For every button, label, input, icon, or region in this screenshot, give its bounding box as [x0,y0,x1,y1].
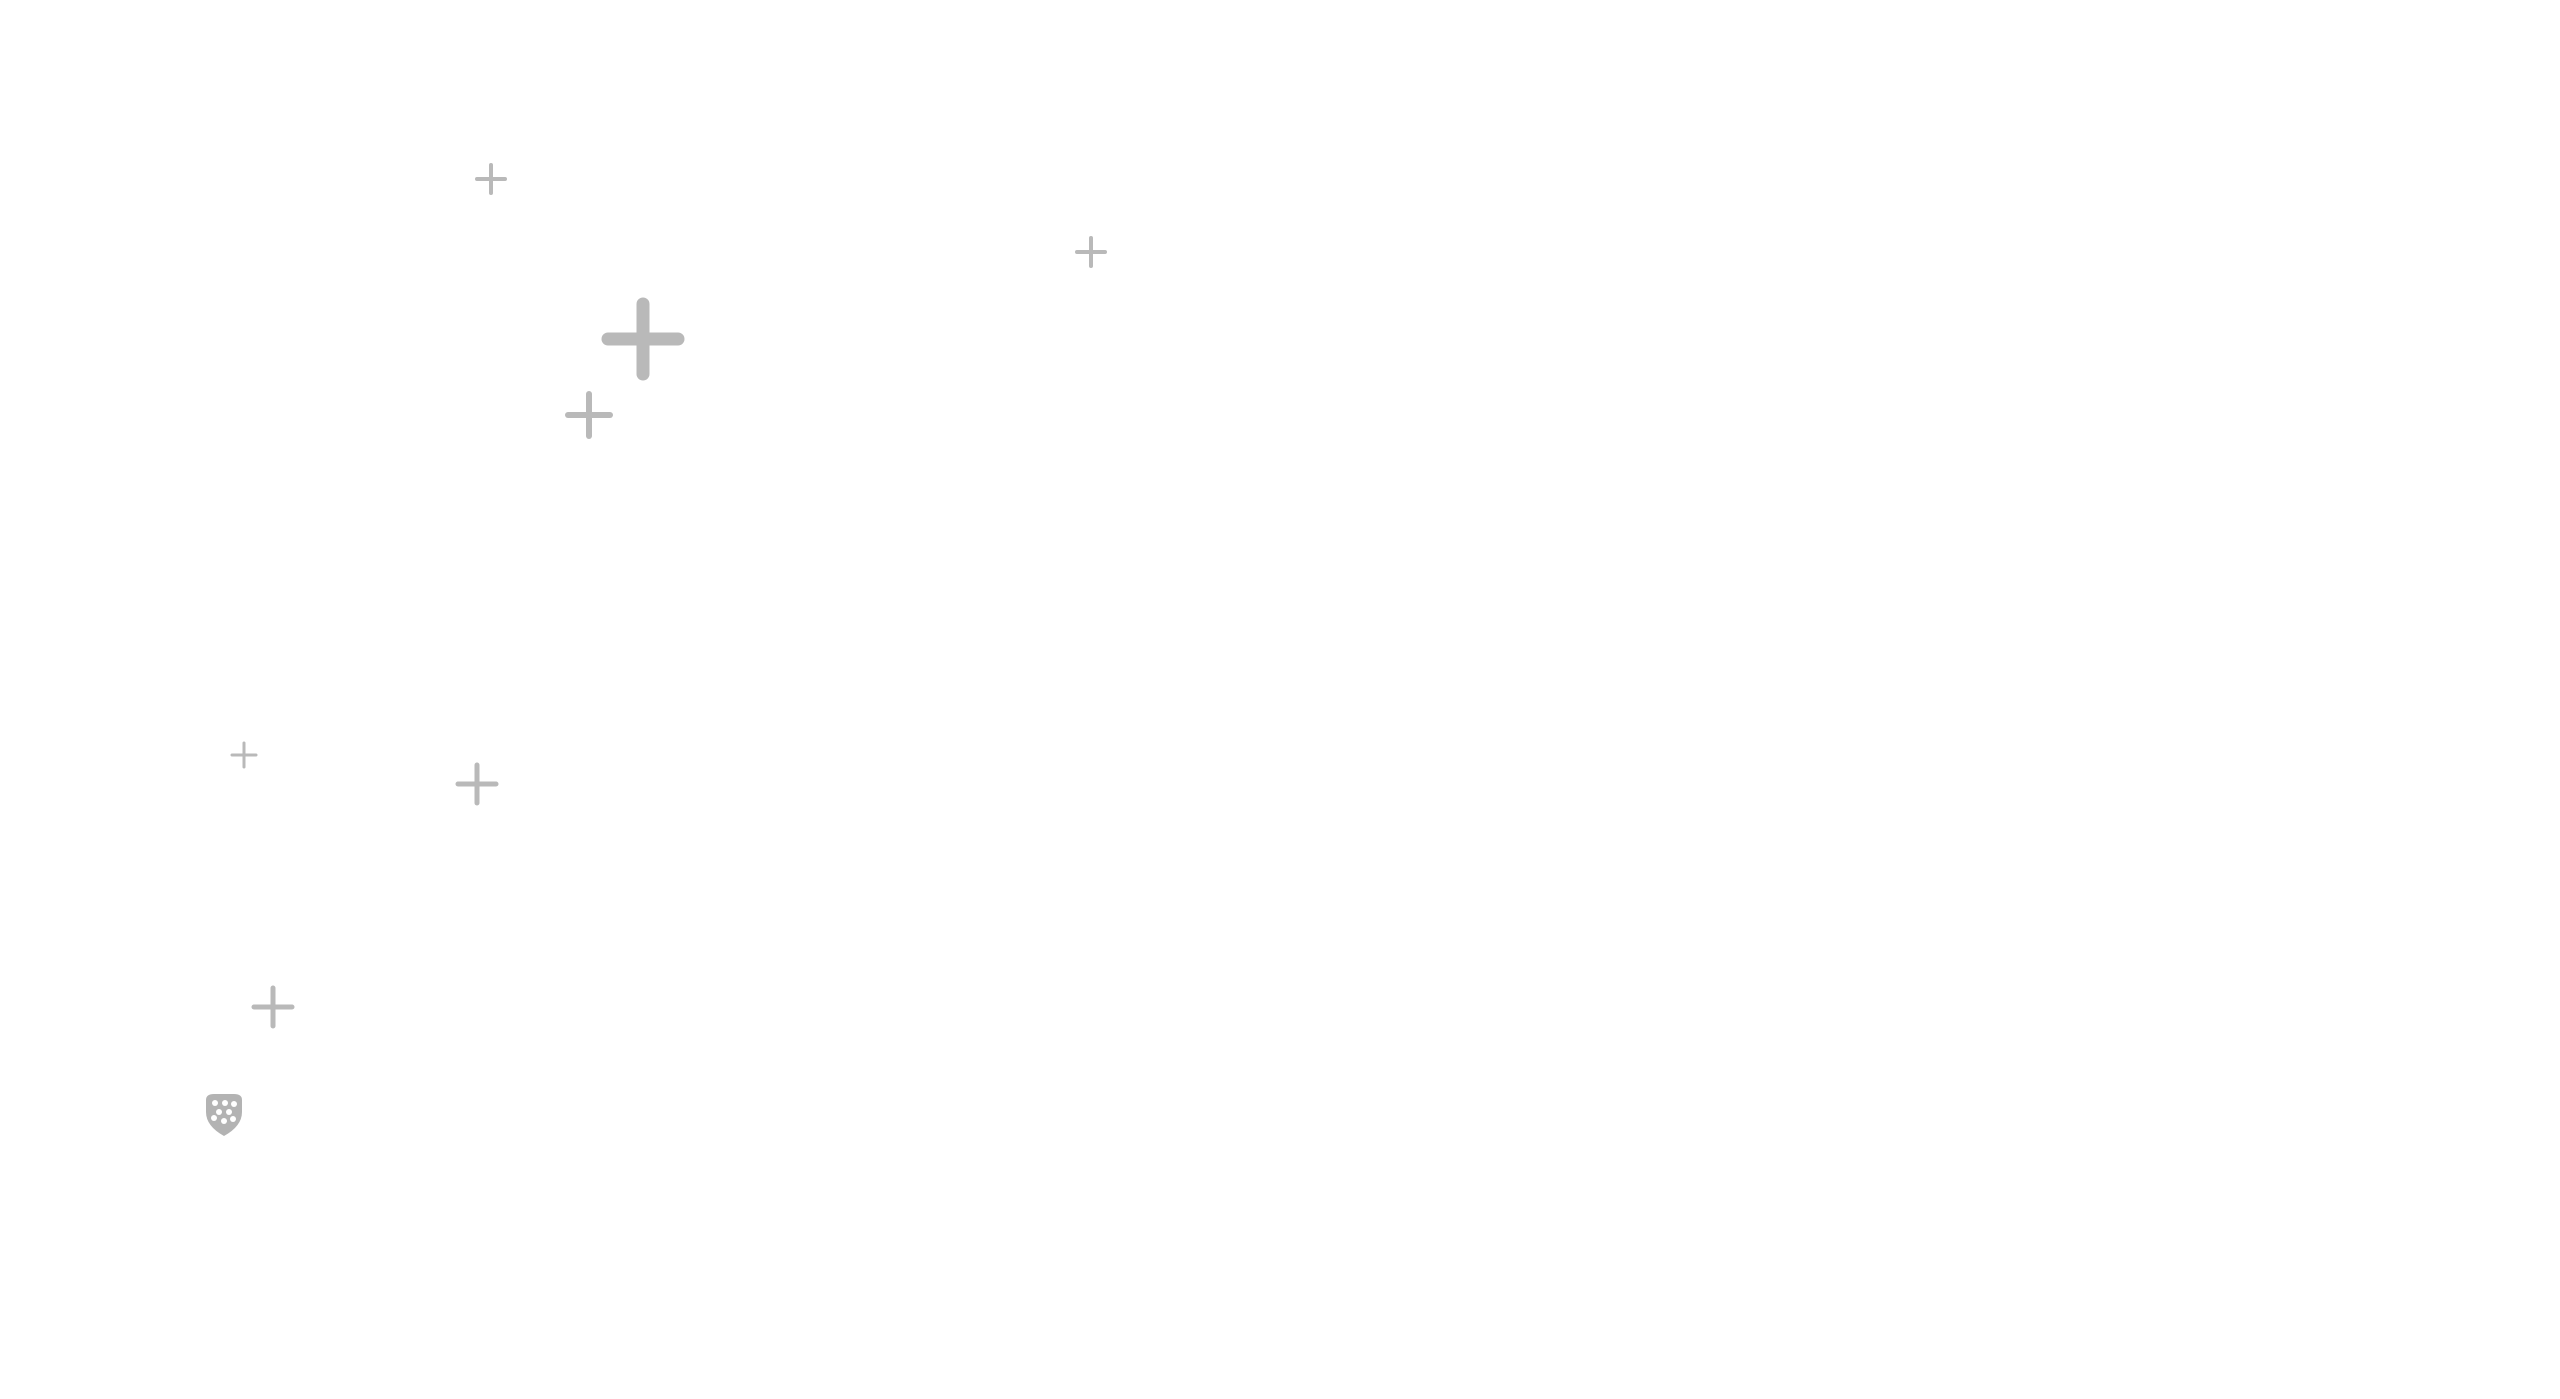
sparkle-plus-icon [230,741,258,769]
dots-badge-icon[interactable] [200,1090,248,1138]
sparkle-plus-icon [601,297,685,381]
sparkle-plus-icon [564,390,614,440]
sparkle-plus-icon [474,162,508,196]
sparkle-plus-icon [251,985,295,1029]
sparkle-plus-icon [455,762,499,806]
sparkle-plus-icon [1074,235,1108,269]
